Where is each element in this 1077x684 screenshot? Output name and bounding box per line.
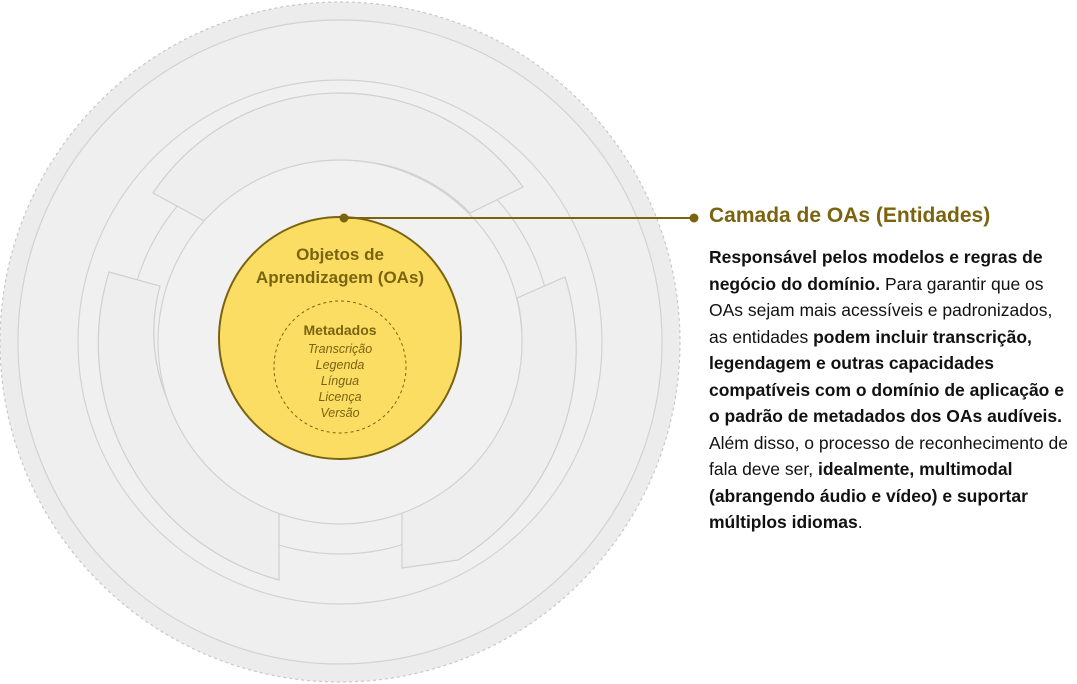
desc-text-2: Além disso, o processo de reconhecimento… <box>709 432 1068 480</box>
metadata-title: Metadados <box>303 322 376 338</box>
leader-end-dot <box>689 213 699 223</box>
metadata-item: Licença <box>318 390 361 404</box>
core-title-line1: Objetos de <box>296 245 384 264</box>
desc-bold-2: podem incluir transcrição, legendagem e … <box>709 326 1064 427</box>
desc-text-1: Para garantir que os OAs sejam mais aces… <box>709 273 1053 347</box>
metadata-item: Versão <box>320 406 359 420</box>
leader-start-dot <box>339 213 349 223</box>
metadata-circle <box>273 300 407 434</box>
metadata-item: Legenda <box>316 358 365 372</box>
desc-bold-1: Responsável pelos modelos e regras de ne… <box>709 247 1043 294</box>
legend-description: Responsável pelos modelos e regras de ne… <box>709 244 1071 536</box>
desc-text-3: . <box>857 512 863 532</box>
legend-heading: Camada de OAs (Entidades) <box>709 204 991 227</box>
connector-left <box>97 271 280 581</box>
metadata-item: Transcrição <box>308 342 372 356</box>
core-title-line2: Aprendizagem (OAs) <box>256 268 424 287</box>
metadata-item: Língua <box>321 374 359 388</box>
desc-bold-3: idealmente, multimodal (abrangendo áudio… <box>709 459 1028 532</box>
